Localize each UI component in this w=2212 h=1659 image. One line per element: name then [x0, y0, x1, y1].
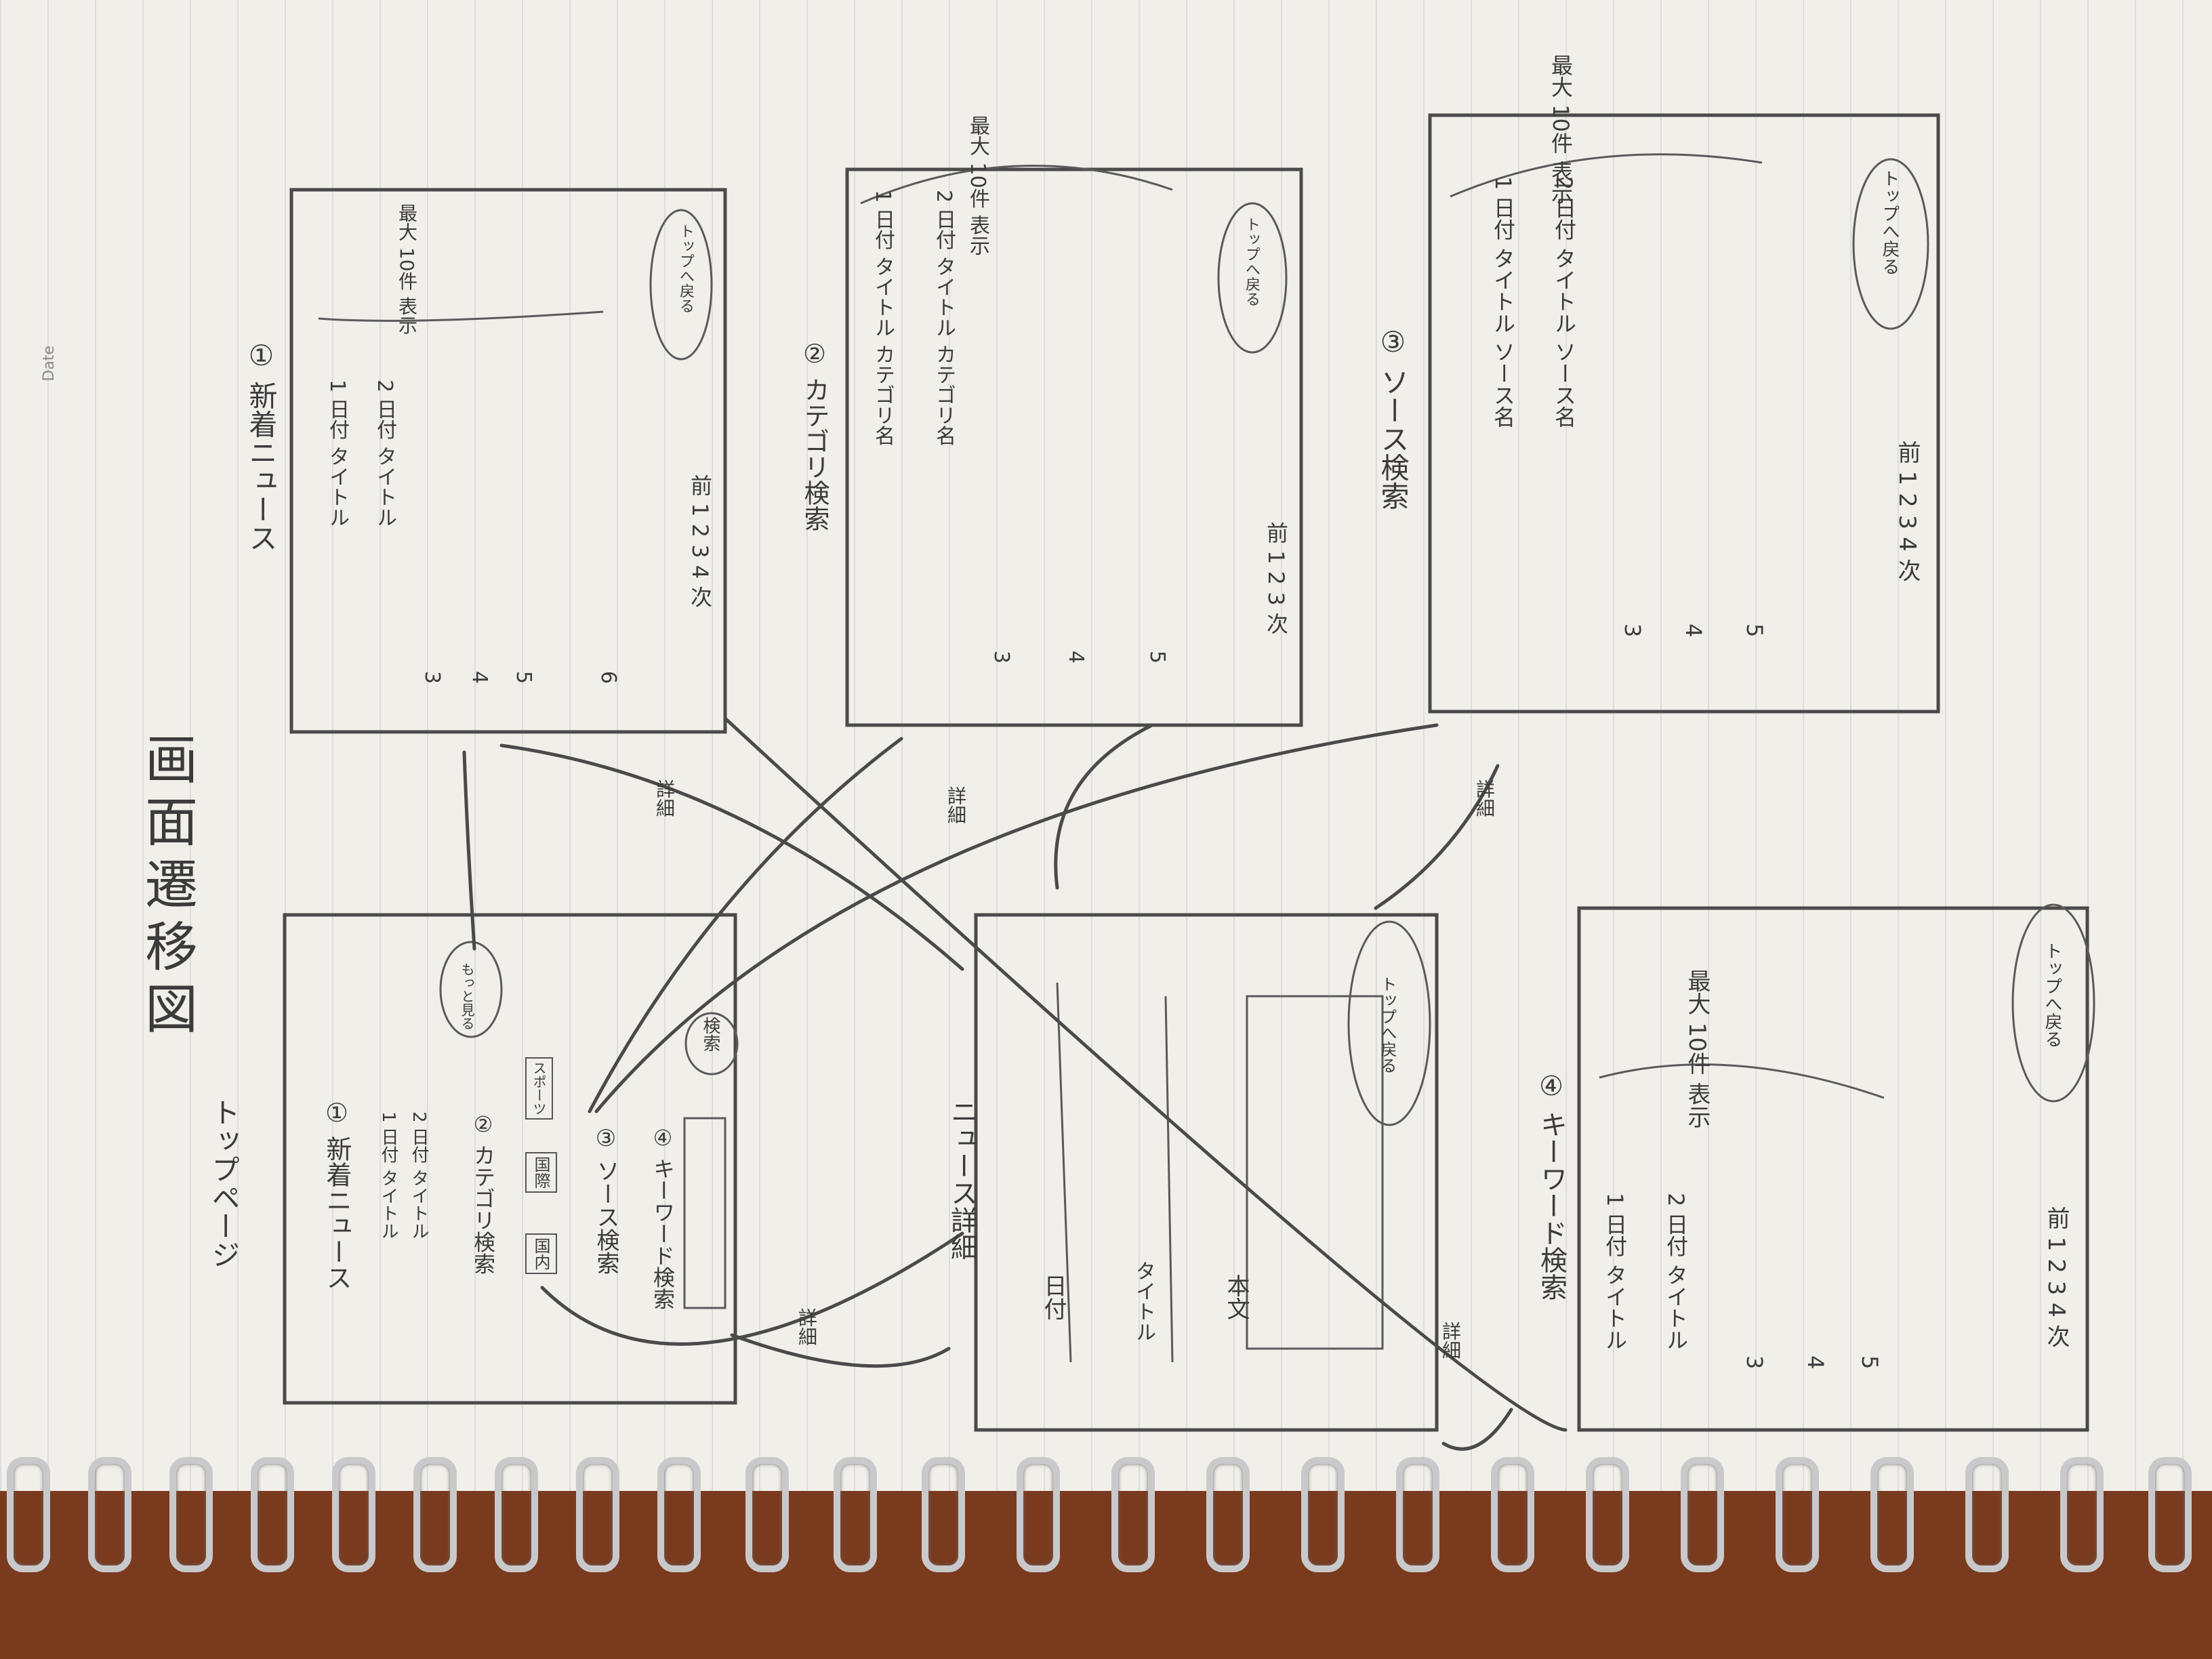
- detail-title: ニュース詳細: [946, 1098, 977, 1261]
- spiral-ring: [2060, 1457, 2104, 1572]
- screen4-note: 最大 10件 表示: [1683, 969, 1711, 1128]
- spiral-ring: [1681, 1457, 1724, 1572]
- top-sec2-label[interactable]: ② カテゴリ検索: [470, 1111, 496, 1275]
- screen4-back-button[interactable]: トップへ戻る: [2042, 942, 2062, 1048]
- spiral-ring: [657, 1457, 701, 1572]
- screen3-row[interactable]: 1 日付 タイトル ソース名: [1490, 176, 1516, 428]
- screen3-row[interactable]: 2 日付 タイトル ソース名: [1551, 176, 1577, 428]
- screen4-row[interactable]: 4: [1803, 1355, 1828, 1370]
- search-button[interactable]: 検索: [700, 1017, 720, 1052]
- screen1-title: ① 新着ニュース: [245, 339, 278, 552]
- spiral-ring: [169, 1457, 213, 1572]
- screen3-back-button[interactable]: トップへ戻る: [1879, 169, 1900, 275]
- screen1-row[interactable]: 6: [596, 671, 620, 684]
- top-sec1-row[interactable]: 2 日付 タイトル: [409, 1111, 429, 1240]
- screen1-note: 最大 10件 表示: [396, 203, 418, 335]
- screen2-row[interactable]: 2 日付 タイトル カテゴリ名: [932, 190, 956, 446]
- date-label: Date: [41, 346, 58, 382]
- screen1-detail-label: 詳細: [653, 779, 676, 817]
- top-more-button[interactable]: もっと見る: [459, 962, 475, 1030]
- category-button-domestic[interactable]: 国内: [525, 1233, 557, 1274]
- screen3-row[interactable]: 5: [1742, 623, 1767, 638]
- screen1-row[interactable]: 1 日付 タイトル: [325, 380, 349, 528]
- screen2-note: 最大 10件 表示: [966, 115, 989, 256]
- spiral-ring: [413, 1457, 457, 1572]
- screen4-row[interactable]: 3: [1742, 1355, 1767, 1370]
- screen2-row[interactable]: 3: [989, 651, 1013, 664]
- spiral-ring: [332, 1457, 375, 1572]
- spiral-ring: [1111, 1457, 1155, 1572]
- top-sec3-label[interactable]: ③ ソース検索: [592, 1125, 619, 1275]
- screen4-row[interactable]: 2 日付 タイトル: [1663, 1193, 1689, 1351]
- detail-field-date: 日付: [1040, 1274, 1067, 1320]
- screen2-row[interactable]: 1 日付 タイトル カテゴリ名: [871, 190, 895, 446]
- detail-detail-label: 詳細: [1439, 1322, 1462, 1359]
- screen3-row[interactable]: 3: [1620, 623, 1645, 638]
- spiral-ring: [7, 1457, 50, 1572]
- spiral-ring: [88, 1457, 131, 1572]
- category-button-sports[interactable]: スポーツ: [525, 1057, 553, 1120]
- screen4-title: ④ キーワード検索: [1536, 1071, 1567, 1300]
- top-sec4-label[interactable]: ④ キーワード検索: [650, 1125, 676, 1310]
- screen3-detail-label: 詳細: [1473, 779, 1496, 817]
- spiral-ring: [1776, 1457, 1819, 1572]
- screen1-row[interactable]: 4: [468, 671, 491, 684]
- category-button-international[interactable]: 国際: [525, 1152, 557, 1193]
- spiral-ring: [1965, 1457, 2009, 1572]
- top-page-heading: トップページ: [207, 1098, 241, 1269]
- screen2-row[interactable]: 5: [1145, 651, 1169, 664]
- spiral-ring: [1301, 1457, 1345, 1572]
- screen3-pager[interactable]: 前 1 2 3 4 次: [1893, 441, 1921, 582]
- detail-field-title: タイトル: [1132, 1261, 1155, 1342]
- screen2-detail-label: 詳細: [945, 786, 967, 824]
- top-sec1-label[interactable]: ① 新着ニュース: [322, 1098, 352, 1291]
- top-sec1-row[interactable]: 1 日付 タイトル: [378, 1111, 398, 1240]
- spiral-ring: [1396, 1457, 1439, 1572]
- page-title: 画面遷移図: [136, 732, 197, 1044]
- spiral-ring: [1491, 1457, 1534, 1572]
- screen4-pager[interactable]: 前 1 2 3 4 次: [2043, 1206, 2070, 1348]
- screen2-title: ② カテゴリ検索: [800, 339, 830, 532]
- spiral-ring: [2148, 1457, 2192, 1572]
- spiral-ring: [576, 1457, 619, 1572]
- screen1-row[interactable]: 3: [420, 671, 444, 684]
- spiral-ring: [834, 1457, 877, 1572]
- screen1-back-button[interactable]: トップへ戻る: [677, 224, 694, 313]
- screen2-back-button[interactable]: トップへ戻る: [1243, 217, 1260, 306]
- spiral-ring: [745, 1457, 789, 1572]
- screen3-note: 最大 10件 表示: [1545, 54, 1576, 204]
- screen3-title: ③ ソース検索: [1376, 325, 1410, 510]
- screen2-row[interactable]: 4: [1064, 651, 1088, 664]
- screen1-row[interactable]: 2 日付 タイトル: [373, 380, 396, 528]
- spiral-ring: [1586, 1457, 1629, 1572]
- screen4-row[interactable]: 5: [1857, 1355, 1883, 1370]
- screen1-row[interactable]: 5: [512, 671, 535, 684]
- detail-field-body: 本文: [1223, 1274, 1250, 1320]
- spiral-ring: [1206, 1457, 1250, 1572]
- screen3-row[interactable]: 4: [1681, 623, 1706, 638]
- screen1-pager[interactable]: 前 1 2 3 4 次: [687, 474, 713, 608]
- spiral-ring: [1017, 1457, 1060, 1572]
- spiral-ring: [1870, 1457, 1914, 1572]
- spiral-ring: [922, 1457, 965, 1572]
- screen4-row[interactable]: 1 日付 タイトル: [1602, 1193, 1628, 1351]
- detail-back-button[interactable]: トップへ戻る: [1378, 976, 1397, 1073]
- spiral-ring: [495, 1457, 538, 1572]
- screen2-pager[interactable]: 前 1 2 3 次: [1263, 522, 1289, 634]
- spiral-ring: [251, 1457, 294, 1572]
- top-detail-label: 詳細: [796, 1308, 818, 1346]
